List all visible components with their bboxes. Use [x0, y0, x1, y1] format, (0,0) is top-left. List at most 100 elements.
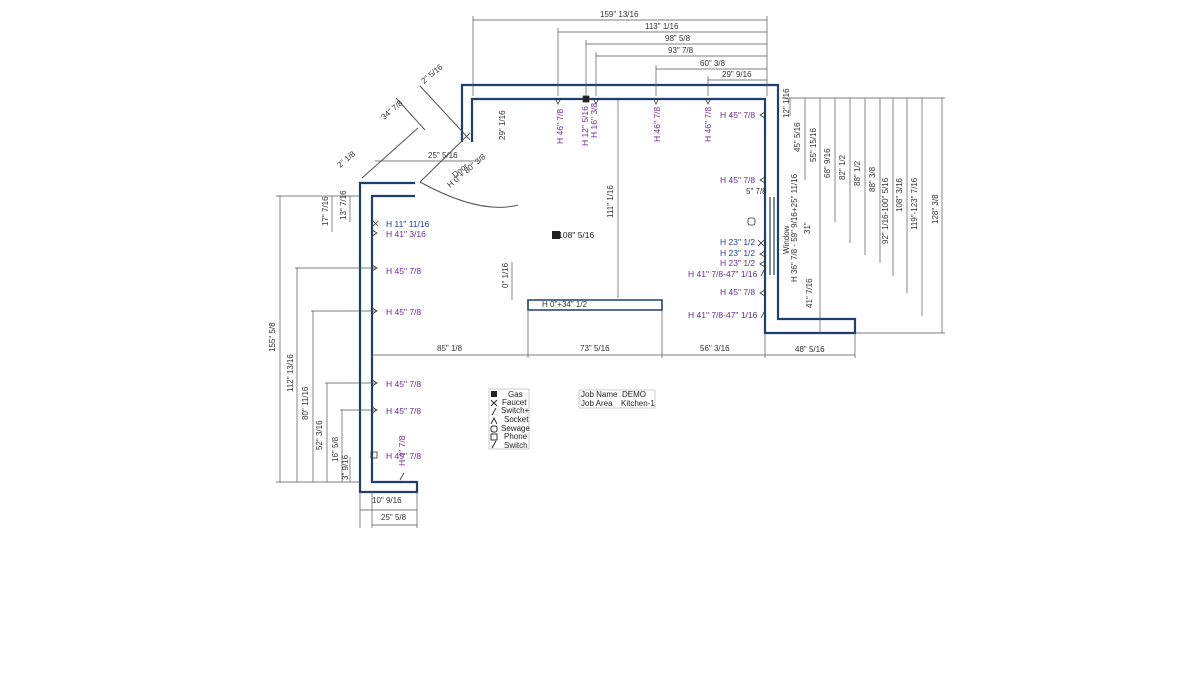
job-info-box: [578, 389, 656, 409]
socket-icon: [704, 97, 712, 105]
dim-left-5: 3" 9/16: [341, 454, 350, 480]
dim-left-3: 52" 3/16: [315, 420, 324, 450]
switch-icon: [399, 472, 405, 481]
dim-top-5: 29" 9/16: [722, 70, 752, 79]
legend-switch: Switch: [504, 441, 528, 450]
dim-right-8: 108" 3/16: [895, 177, 904, 212]
dim-left-4: 16" 5/8: [331, 436, 340, 462]
ceiling-marker-icon: [552, 231, 560, 239]
left-tag-3: H 45" 7/8: [386, 307, 421, 317]
top-tag-3: H 46" 7/8: [652, 107, 662, 142]
left-wall: [358, 181, 419, 494]
legend-socket: Socket: [504, 415, 529, 424]
right-tag-2: H 23" 1/2: [720, 237, 755, 247]
gas-icon: [582, 95, 590, 103]
gas-icon: [491, 391, 497, 397]
socket-icon: [490, 416, 498, 425]
socket-icon: [371, 229, 378, 237]
dim-top-1: 113" 1/16: [645, 22, 679, 31]
dim-top-2: 98" 5/8: [665, 34, 691, 43]
socket-icon: [759, 176, 766, 184]
door: [361, 85, 519, 208]
dim-right-2: 55" 15/16: [809, 127, 818, 162]
dim-door-3: 25" 5/16: [428, 151, 458, 160]
left-tag-2: H 45" 7/8: [386, 266, 421, 276]
legend-faucet: Faucet: [502, 398, 527, 407]
faucet-icon: [490, 399, 498, 407]
left-tag-7: H 4" 7/8: [397, 435, 407, 466]
dim-bottom-4: 10" 9/16: [372, 496, 402, 505]
socket-icon: [371, 379, 378, 387]
faucet-icon: [757, 239, 765, 247]
dim-bottom-1: 73" 5/16: [580, 344, 610, 353]
window-label: Window: [782, 225, 791, 254]
right-tag-7: H 41" 7/8-47" 1/16: [688, 310, 758, 320]
switch-plus-icon: [760, 269, 765, 277]
dim-bottom-5: 25" 5/8: [381, 513, 407, 522]
job-info: Job Name DEMO Job Area Kitchen-1: [578, 389, 656, 409]
dim-right-5: 88" 1/2: [853, 160, 862, 186]
phone-icon: [490, 433, 498, 441]
dim-right-4: 82" 1/2: [838, 154, 847, 180]
dim-right-10: 128" 3/8: [931, 194, 940, 224]
bottom-dimension-lines: [359, 310, 856, 528]
right-tag-3: H 23" 1/2: [720, 248, 755, 258]
job-name: DEMO: [622, 390, 646, 399]
dim-left-7: 13" 7/16: [339, 190, 348, 220]
sewage-icon: [747, 217, 756, 226]
socket-icon: [554, 97, 562, 105]
left-dimension-lines: [276, 195, 376, 483]
right-tag-5: H 41" 7/8-47" 1/16: [688, 269, 758, 279]
dim-interior-4: 41" 7/16: [805, 278, 814, 308]
window-height: H 36" 7/8 - 59" 9/16: [790, 212, 799, 282]
left-tag-6: H 45" 7/8: [386, 451, 421, 461]
door-leaf: [419, 132, 471, 183]
switch-icon: [491, 440, 497, 449]
legend-phone: Phone: [504, 432, 528, 441]
legend-gas: Gas: [508, 390, 523, 399]
dim-interior-1: 0" 1/16: [501, 262, 510, 288]
left-tag-0: H 11" 11/16: [386, 219, 430, 229]
dim-left-2: 80" 11/16: [301, 386, 310, 420]
dim-door-4: 29" 1/16: [498, 110, 507, 140]
socket-icon: [592, 97, 600, 105]
dim-right-0: 12" 1/16: [782, 88, 791, 118]
dim-top-3: 93" 7/8: [668, 46, 694, 55]
left-tag-4: H 45" 7/8: [386, 379, 421, 389]
socket-icon: [759, 260, 766, 268]
dim-right-9: 119"-123" 7/16: [910, 177, 919, 230]
left-tag-1: H 41" 3/16: [386, 229, 426, 239]
dim-right-6: 88" 3/8: [868, 166, 877, 192]
faucet-icon: [372, 220, 379, 227]
dim-right-7: 92" 1/16-100" 5/16: [881, 177, 890, 244]
dim-bottom-2: 56" 3/16: [700, 344, 730, 353]
job-area: Kitchen-1: [621, 399, 655, 408]
door-ext-lines: [361, 85, 471, 179]
dim-left-6: 17" 7/16: [321, 196, 330, 226]
job-area-label: Job Area: [581, 399, 613, 408]
socket-icon: [759, 289, 766, 297]
socket-icon: [371, 406, 378, 414]
switch-icon: [760, 311, 765, 319]
dim-interior-0: 111" 1/16: [606, 185, 615, 218]
dim-door-0: 2" 5/16: [420, 62, 445, 85]
dim-right-3: 68" 9/16: [823, 148, 832, 178]
left-wall-markers: [370, 220, 405, 481]
center-tag: H108" 5/16: [552, 230, 595, 240]
right-tag-4: H 23" 1/2: [720, 258, 755, 268]
island-label: H 0"+34" 1/2: [542, 300, 588, 309]
right-tag-0: H 45" 7/8: [720, 110, 755, 120]
dim-interior-2: 5" 7/8: [746, 187, 767, 196]
legend-box: [488, 388, 530, 450]
phone-icon: [370, 451, 378, 459]
socket-icon: [652, 97, 660, 105]
legend: Gas Faucet Switch+ Socket Sewage Phone S…: [488, 388, 530, 450]
right-tag-1: H 45" 7/8: [720, 175, 755, 185]
switch-plus-icon: [491, 407, 497, 416]
left-tag-5: H 45" 7/8: [386, 406, 421, 416]
socket-icon: [759, 111, 766, 119]
top-wall-markers: [554, 95, 712, 105]
right-wall-markers: [747, 111, 766, 319]
